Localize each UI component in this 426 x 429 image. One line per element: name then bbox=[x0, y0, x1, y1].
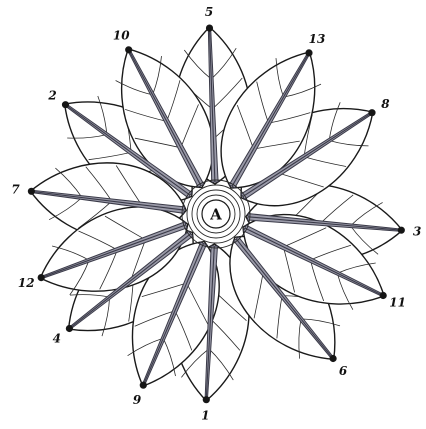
leaf-number-label: 12 bbox=[18, 276, 35, 290]
axis-label: A bbox=[209, 206, 222, 224]
leaf-number-label: 2 bbox=[47, 88, 56, 102]
leaf-tip bbox=[206, 25, 212, 31]
leaf-number-label: 10 bbox=[113, 29, 130, 43]
leaf-number-label: 9 bbox=[133, 393, 142, 407]
leaf-tip bbox=[28, 188, 34, 194]
leaf-number-label: 1 bbox=[201, 409, 209, 423]
leaf-tip bbox=[203, 397, 209, 403]
leaf-tip bbox=[330, 355, 336, 361]
leaf-tip bbox=[62, 102, 68, 108]
leaf-tip bbox=[38, 274, 44, 280]
leaf-tip bbox=[380, 292, 386, 298]
leaf-tip bbox=[398, 227, 404, 233]
leaf-number-label: 8 bbox=[381, 97, 390, 111]
leaf-number-label: 13 bbox=[309, 32, 326, 46]
leaf-number-label: 11 bbox=[389, 296, 406, 310]
stem-axis: A bbox=[182, 180, 250, 248]
leaf-number-label: 3 bbox=[413, 225, 421, 239]
leaf-number-label: 4 bbox=[53, 331, 61, 345]
leaf-number-label: 7 bbox=[11, 182, 20, 196]
leaf-tip bbox=[140, 382, 146, 388]
leaf-number-label: 6 bbox=[339, 364, 348, 378]
leaf-number-label: 5 bbox=[205, 5, 213, 19]
leaf-tip bbox=[306, 50, 312, 56]
leaf-tip bbox=[126, 47, 132, 53]
leaf-tip bbox=[369, 110, 375, 116]
leaf-tip bbox=[66, 325, 72, 331]
